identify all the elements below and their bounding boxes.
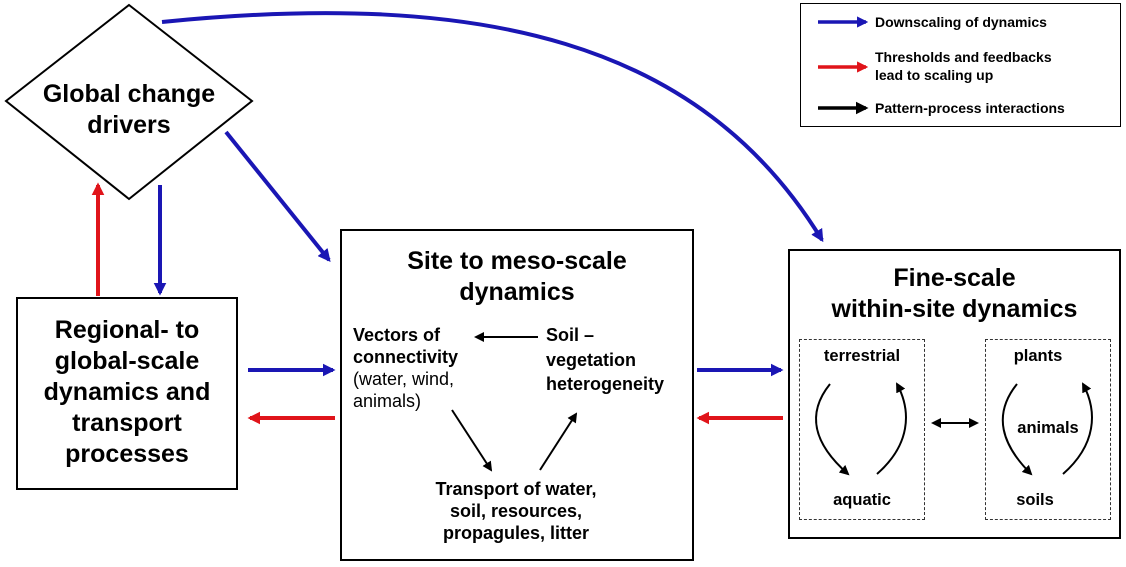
- regional-label-5: processes: [65, 440, 189, 468]
- fine-title-2: within-site dynamics: [831, 295, 1078, 323]
- global-drivers-diamond: [4, 3, 254, 201]
- site-title-1: Site to meso-scale: [407, 247, 627, 275]
- legend-thresholds-label-1: Thresholds and feedbacks: [875, 49, 1052, 65]
- aquatic-label: aquatic: [833, 491, 891, 509]
- regional-label-1: Regional- to: [54, 316, 200, 344]
- terrestrial-label: terrestrial: [823, 347, 901, 365]
- vectors-label-2: connectivity: [353, 347, 459, 367]
- terrestrial-to-aquatic-curve: [815, 383, 850, 476]
- fine-scale-box: [788, 249, 1121, 539]
- downscale-drivers-to-site: [224, 130, 331, 262]
- vectors-label-4: animals): [353, 391, 422, 411]
- regional-label-2: global-scale: [54, 347, 200, 375]
- terrestrial-aquatic-dashed-box: [799, 339, 925, 520]
- regional-global-box: [16, 297, 238, 490]
- legend-downscaling-label: Downscaling of dynamics: [875, 14, 1047, 30]
- soils-label: soils: [1016, 491, 1054, 509]
- animals-label: animals: [1017, 419, 1079, 437]
- plants-label: plants: [1013, 347, 1063, 365]
- transport-label-3: propagules, litter: [442, 523, 590, 543]
- legend-pattern-label: Pattern-process interactions: [875, 100, 1065, 116]
- soils-to-plants-curve: [1062, 382, 1093, 475]
- site-meso-box: [340, 229, 694, 561]
- plants-soils-dashed-box: [985, 339, 1111, 520]
- vectors-to-transport-arrow: [451, 409, 493, 472]
- transport-label-1: Transport of water,: [435, 479, 597, 499]
- site-title-2: dynamics: [459, 278, 575, 306]
- soil-label-2: vegetation: [546, 350, 637, 370]
- plants-to-soils-curve: [1001, 383, 1033, 476]
- vectors-label-3: (water, wind,: [353, 369, 455, 389]
- legend-thresholds-label-2: lead to scaling up: [875, 67, 994, 83]
- downscale-arc-drivers-to-fine: [161, 11, 824, 243]
- soil-label-1: Soil –: [546, 325, 595, 345]
- vectors-label-1: Vectors of: [353, 325, 441, 345]
- transport-label-2: soil, resources,: [449, 501, 583, 521]
- transport-to-soil-arrow: [539, 412, 578, 471]
- fine-title-1: Fine-scale: [893, 264, 1016, 292]
- soil-label-3: heterogeneity: [546, 374, 665, 394]
- global-drivers-label-1: Global change: [42, 80, 216, 108]
- global-drivers-label-2: drivers: [87, 111, 171, 139]
- regional-label-3: dynamics and: [43, 378, 211, 406]
- aquatic-to-terrestrial-curve: [876, 382, 907, 475]
- regional-label-4: transport: [72, 409, 182, 437]
